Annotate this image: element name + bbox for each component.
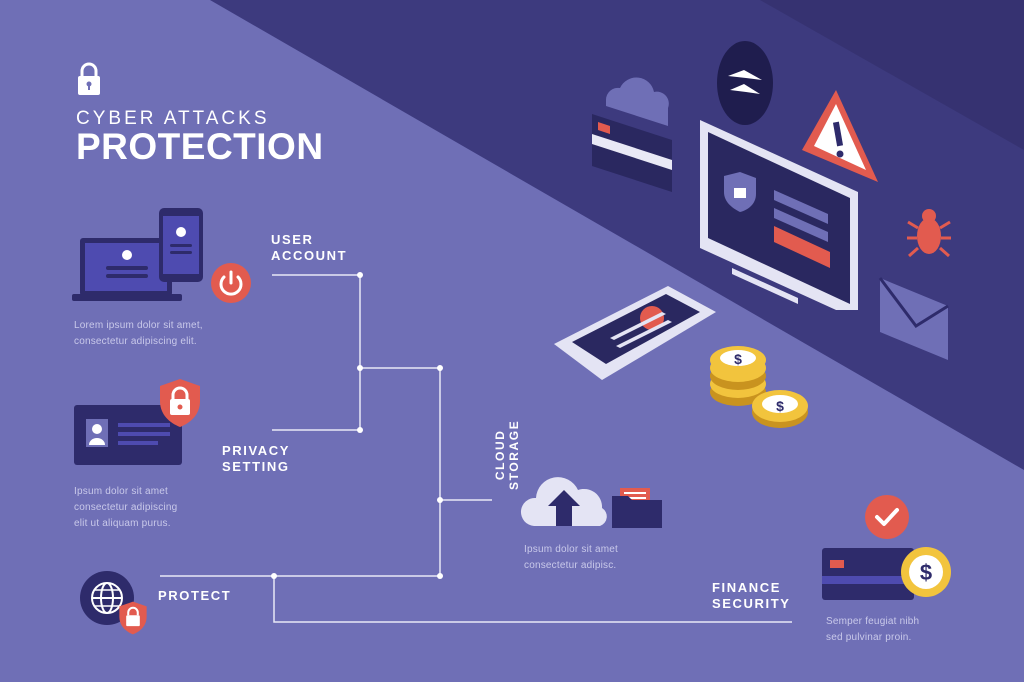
hacker-mask-icon [717,41,773,125]
cloud-icon [605,77,669,126]
envelope-icon [878,277,949,360]
title-small: CYBER ATTACKS [76,108,270,129]
id-card-icon [74,405,182,465]
protect-label: PROTECT [158,588,232,603]
cloud-upload-icon [520,477,607,526]
dollar-coin-icon: $ [901,547,951,597]
smartphone-icon [554,286,716,380]
cloud-storage-description: Ipsum dolor sit amet consectetur adipisc… [524,544,619,571]
privacy-setting-description: Ipsum dolor sit amet consectetur adipisc… [74,486,178,529]
finance-security-description: Semper feugiat nibh sed pulvinar proin. [826,616,920,643]
folder-icon [612,488,662,528]
page-title: PROTECTION [76,126,324,167]
tablet-icon [159,208,203,282]
user-account-description: Lorem ipsum dolor sit amet, consectetur … [74,320,203,347]
credit-card-icon [592,114,672,192]
finance-security-label: FINANCE SECURITY [712,580,791,611]
cloud-storage-label: CLOUD STORAGE [493,419,521,490]
laptop-icon [72,238,182,301]
warning-icon [802,90,878,182]
padlock-icon [78,62,100,95]
shield-lock-icon [119,601,147,635]
shield-lock-icon [160,379,200,427]
svg-text:$: $ [734,351,742,367]
bug-icon [907,209,951,258]
credit-card-icon [822,548,914,600]
power-icon [211,263,251,303]
user-account-label: USER ACCOUNT [271,232,348,263]
coins-icon: $ $ [710,346,808,428]
svg-text:$: $ [776,398,784,414]
svg-text:$: $ [920,560,932,585]
check-badge-icon [865,495,909,539]
monitor-login-icon [700,120,858,310]
privacy-setting-label: PRIVACY SETTING [222,443,291,474]
